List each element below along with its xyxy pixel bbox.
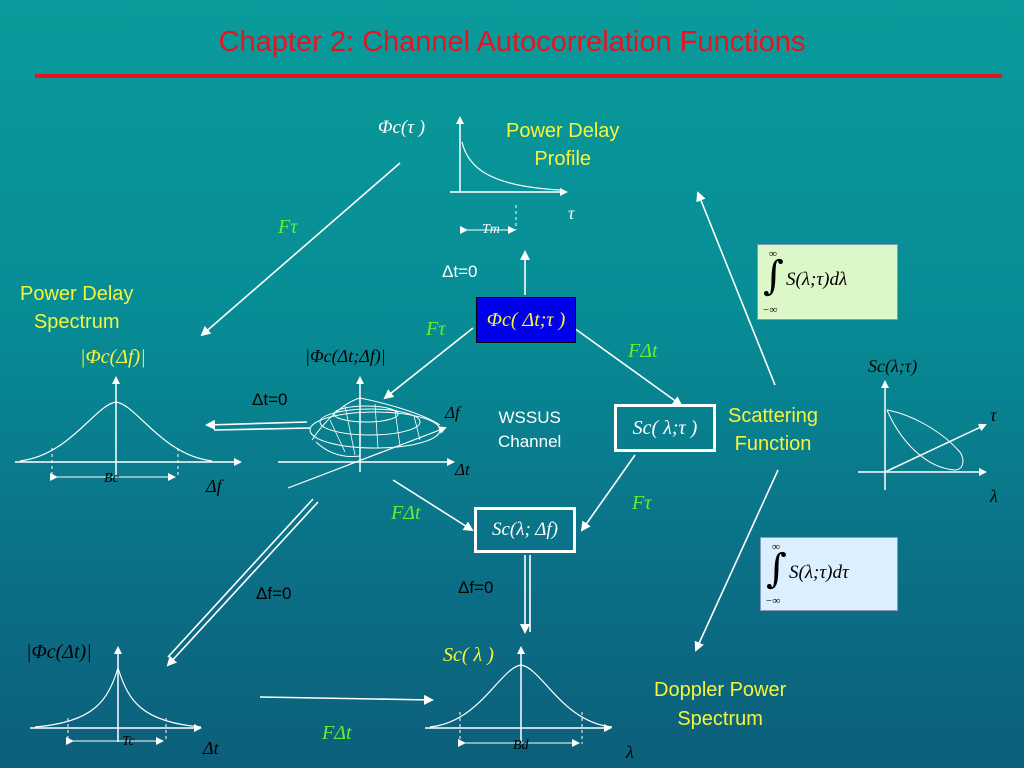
f-dt-bottom-label: FΔt <box>322 722 352 744</box>
lambda-axis-bottom: λ <box>626 742 634 762</box>
formula1-upper-limit: ∞ <box>769 248 777 260</box>
f-dt-lower-label: FΔt <box>391 502 421 524</box>
slide-title: Chapter 2: Channel Autocorrelation Funct… <box>218 26 806 58</box>
tau-axis-right: τ <box>990 405 997 425</box>
title-underline <box>35 74 1002 78</box>
doppler-spectrum-plot <box>425 646 613 747</box>
formula-integral-lambda: ∞ ∫ −∞ S(λ;τ)dλ <box>757 244 898 320</box>
tau-axis-label: τ <box>568 203 575 223</box>
formula1-lower-limit: −∞ <box>762 304 778 316</box>
power-delay-spectrum-title: Power Delay Spectrum <box>20 283 134 333</box>
dt0-top-label: Δt=0 <box>442 262 478 281</box>
abs-phi-dt-label: |Φc(Δt)| <box>26 641 92 663</box>
time-correlation-plot <box>30 646 202 745</box>
formula1-integral-sign: ∫ <box>763 253 784 299</box>
formula2-upper-limit: ∞ <box>772 541 780 553</box>
abs-phi-dt-df-label: |Φc(Δt;Δf)| <box>305 346 386 366</box>
doppler-power-spectrum-title: Doppler Power Spectrum <box>654 679 787 730</box>
s-lambda-df-box: Sc(λ; Δf) <box>474 507 576 553</box>
power-delay-profile-plot <box>450 116 568 234</box>
formula-integral-tau: ∞ ∫ −∞ S(λ;τ)dτ <box>760 537 898 611</box>
delta-t-axis-center: Δt <box>455 460 470 479</box>
bc-label: Bc <box>104 471 119 486</box>
formula2-body: S(λ;τ)dτ <box>789 562 849 583</box>
time-freq-correlation-3d-plot <box>278 376 455 489</box>
f-tau-top-label: Fτ <box>278 216 298 238</box>
tm-label: Tm <box>482 222 500 237</box>
delta-t-axis-bottom: Δt <box>203 738 219 758</box>
f-tau-lower-label: Fτ <box>632 492 652 514</box>
scattering-function-plot <box>858 380 987 490</box>
scattering-function-title: Scattering Function <box>728 405 819 455</box>
phi-center-box: Φc( Δt;τ ) <box>476 297 576 343</box>
freq-correlation-plot <box>15 376 242 481</box>
flow-arrows <box>166 162 779 705</box>
dt0-left-label: Δt=0 <box>252 390 288 409</box>
s-right-label: Sc(λ;τ) <box>868 356 918 376</box>
formula2-lower-limit: −∞ <box>765 595 781 607</box>
df0-center-label: Δf=0 <box>458 578 494 597</box>
df0-left-label: Δf=0 <box>256 584 292 603</box>
delta-f-axis-center: Δf <box>445 403 460 422</box>
delta-f-axis-left: Δf <box>206 476 222 496</box>
f-dt-right-label: FΔt <box>628 340 658 362</box>
power-delay-profile-title: Power Delay Profile <box>506 120 620 170</box>
lambda-axis-right: λ <box>990 486 998 506</box>
f-tau-left-label: Fτ <box>426 318 446 340</box>
abs-phi-df-label: |Φc(Δf)| <box>80 346 146 368</box>
tc-label: Tc <box>122 734 135 749</box>
s-lambda-label: Sc( λ ) <box>443 644 494 666</box>
formula1-body: S(λ;τ)dλ <box>786 269 848 290</box>
s-lambda-tau-box: Sc( λ;τ ) <box>614 404 716 452</box>
wssus-channel-label: WSSUS Channel <box>498 408 562 451</box>
bd-label: Bd <box>513 738 529 753</box>
formula2-integral-sign: ∫ <box>766 546 787 592</box>
phi-tau-label: Φc(τ ) <box>378 117 426 138</box>
